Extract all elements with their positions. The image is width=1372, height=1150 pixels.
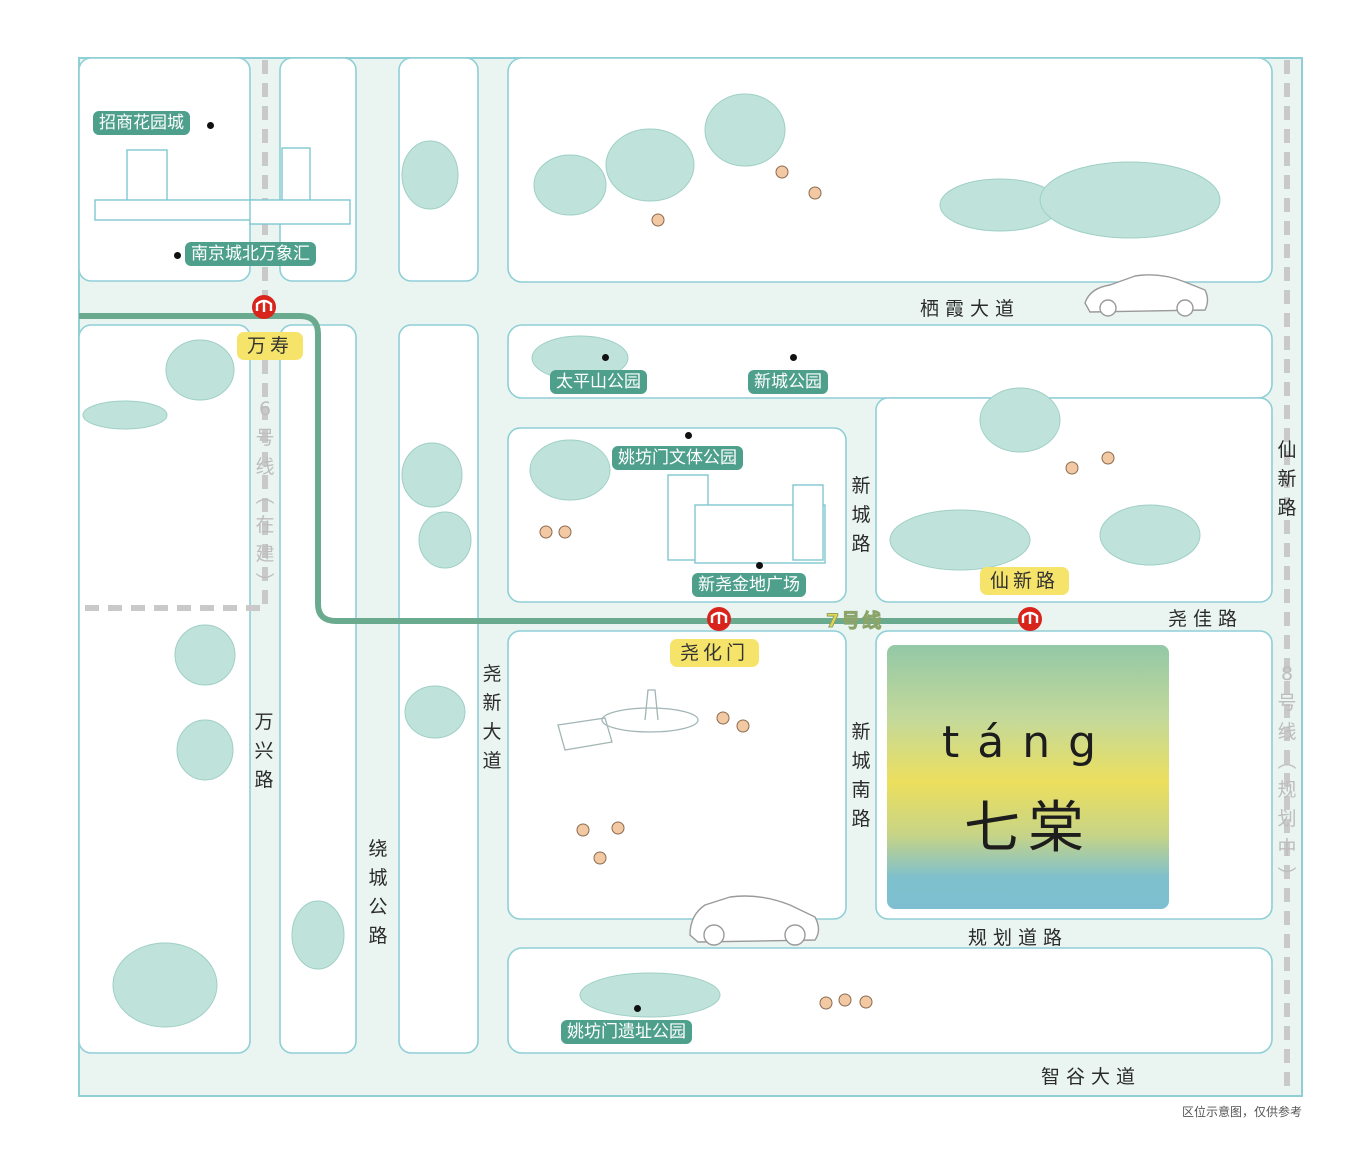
metro-char: ︵ bbox=[255, 485, 275, 507]
road-raocheng: 绕 城 公 路 bbox=[367, 835, 389, 951]
block bbox=[507, 947, 1273, 1054]
road-char: 路 bbox=[368, 925, 388, 947]
road-wanxing: 万 兴 路 bbox=[253, 708, 275, 795]
metro-char: ︶ bbox=[1277, 866, 1297, 888]
poi-label-yaofangmen-sports[interactable]: 姚坊门文体公园 bbox=[612, 446, 743, 470]
block bbox=[78, 324, 251, 1054]
road-char: 路 bbox=[254, 769, 274, 791]
road-char: 城 bbox=[368, 867, 388, 889]
road-yaojia: 尧佳路 bbox=[1168, 608, 1244, 630]
project-pinyin: táng bbox=[941, 717, 1115, 768]
metro-line-6-label: 6 号 线 ︵ 在 建 ︶ bbox=[254, 395, 276, 598]
metro-char: 号 bbox=[1277, 692, 1297, 714]
poi-dot bbox=[685, 432, 692, 439]
metro-station-icon bbox=[707, 607, 731, 631]
station-wanshou[interactable]: 万寿 bbox=[237, 332, 304, 360]
road-xinchengnan: 新 城 南 路 bbox=[850, 718, 872, 834]
road-char: 仙 bbox=[1277, 439, 1297, 461]
park-features bbox=[557, 689, 699, 751]
metro-line-7 bbox=[79, 313, 1040, 624]
metro-char: ︵ bbox=[1277, 750, 1297, 772]
poi-label-yaofangmen-ruins[interactable]: 姚坊门遗址公园 bbox=[561, 1020, 692, 1044]
road-char: 新 bbox=[1277, 468, 1297, 490]
poi-dot bbox=[634, 1005, 641, 1012]
poi-label-wanxianghui[interactable]: 南京城北万象汇 bbox=[185, 242, 316, 266]
poi-dot bbox=[207, 122, 214, 129]
metro-char: ︶ bbox=[255, 572, 275, 594]
road-char: 路 bbox=[851, 808, 871, 830]
road-char: 路 bbox=[1277, 497, 1297, 519]
poi-dot bbox=[756, 562, 763, 569]
road-char: 道 bbox=[482, 750, 502, 772]
road-char: 公 bbox=[368, 896, 388, 918]
poi-dot bbox=[174, 252, 181, 259]
poi-dot bbox=[790, 354, 797, 361]
metro-line-7-label: 7号线 bbox=[825, 610, 884, 633]
metro-char: 中 bbox=[1277, 837, 1297, 859]
metro-char: 8 bbox=[1280, 663, 1294, 685]
metro-char: 线 bbox=[255, 456, 275, 478]
road-char: 新 bbox=[851, 475, 871, 497]
metro-char: 在 bbox=[255, 514, 275, 536]
road-char: 大 bbox=[482, 721, 502, 743]
road-char: 尧 bbox=[482, 663, 502, 685]
block bbox=[507, 630, 847, 920]
people-illustrations bbox=[539, 165, 1115, 1010]
car-illustration bbox=[689, 274, 1209, 946]
building-illustrations bbox=[94, 147, 826, 564]
project-site[interactable]: táng 七棠 bbox=[887, 645, 1169, 909]
metro-char: 6 bbox=[258, 398, 272, 420]
project-name: 七棠 bbox=[964, 796, 1092, 861]
metro-line-8-label: 8 号 线 ︵ 规 划 中 ︶ bbox=[1276, 660, 1298, 892]
station-yaohuamen[interactable]: 尧化门 bbox=[670, 639, 760, 667]
poi-label-xincheng-park[interactable]: 新城公园 bbox=[748, 370, 828, 394]
metro-station-icon bbox=[252, 295, 276, 319]
road-char: 绕 bbox=[368, 838, 388, 860]
road-char: 新 bbox=[482, 692, 502, 714]
poi-label-jindi-plaza[interactable]: 新尧金地广场 bbox=[692, 573, 806, 597]
road-char: 城 bbox=[851, 504, 871, 526]
station-xianxinlu[interactable]: 仙新路 bbox=[980, 567, 1070, 595]
road-yaoxin: 尧 新 大 道 bbox=[481, 660, 503, 776]
metro-char: 规 bbox=[1277, 779, 1297, 801]
metro-char: 线 bbox=[1277, 721, 1297, 743]
metro-char: 建 bbox=[255, 543, 275, 565]
road-char: 兴 bbox=[254, 740, 274, 762]
road-zhigu: 智谷大道 bbox=[1041, 1066, 1142, 1088]
road-xianxin: 仙 新 路 bbox=[1276, 436, 1298, 523]
disclaimer-note: 区位示意图，仅供参考 bbox=[1181, 1105, 1302, 1119]
road-char: 万 bbox=[254, 711, 274, 733]
road-char: 路 bbox=[851, 533, 871, 555]
road-char: 城 bbox=[851, 750, 871, 772]
poi-label-taipingshan[interactable]: 太平山公园 bbox=[550, 370, 647, 394]
metro-station-icon bbox=[1018, 607, 1042, 631]
tree-illustrations bbox=[82, 93, 1221, 1028]
road-guihua: 规划道路 bbox=[968, 927, 1069, 949]
poi-label-zhaoshang[interactable]: 招商花园城 bbox=[93, 111, 190, 135]
block bbox=[279, 57, 357, 282]
road-char: 新 bbox=[851, 721, 871, 743]
road-qixia: 栖霞大道 bbox=[920, 298, 1021, 320]
poi-dot bbox=[602, 354, 609, 361]
metro-char: 划 bbox=[1277, 808, 1297, 830]
road-xincheng: 新 城 路 bbox=[850, 472, 872, 559]
block bbox=[875, 397, 1273, 603]
metro-char: 号 bbox=[255, 427, 275, 449]
road-char: 南 bbox=[851, 779, 871, 801]
